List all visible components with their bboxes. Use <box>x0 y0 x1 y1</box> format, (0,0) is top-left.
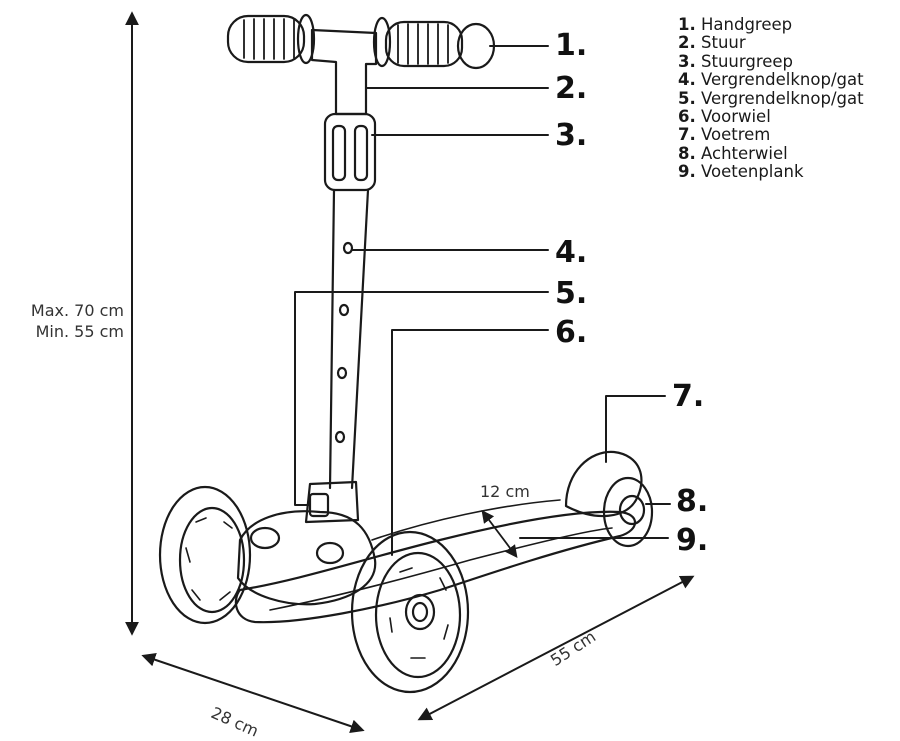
callout-7: 7. <box>672 379 705 414</box>
legend-item: 9. Voetenplank <box>678 162 804 182</box>
deck-width-label: 12 cm <box>480 482 530 501</box>
callout-3: 3. <box>555 118 588 153</box>
callout-6: 6. <box>555 315 588 350</box>
legend-item: 2. Stuur <box>678 33 746 53</box>
stem <box>328 188 370 490</box>
width-dimension-arrow <box>141 652 365 734</box>
legend-item: 5. Vergrendelknop/gat <box>678 88 864 108</box>
callout-5: 5. <box>555 276 588 311</box>
callout-2: 2. <box>555 71 588 106</box>
right-grip <box>372 16 496 70</box>
height-dimension-label: Max. 70 cm Min. 55 cm <box>14 300 124 342</box>
callout-4: 4. <box>555 235 588 270</box>
height-min-label: Min. 55 cm <box>35 322 124 341</box>
parts-legend: 1. Handgreep 2. Stuur 3. Stuurgreep 4. V… <box>678 15 864 182</box>
steering-grip <box>323 112 377 192</box>
left-front-wheel <box>158 485 252 625</box>
leader-lines <box>294 45 671 556</box>
left-grip <box>226 13 316 65</box>
rear-brake <box>564 450 643 518</box>
legend-item: 8. Achterwiel <box>678 143 788 163</box>
legend-item: 7. Voetrem <box>678 125 771 145</box>
lock-holes <box>334 241 354 444</box>
footboard <box>234 510 637 624</box>
legend-item: 6. Voorwiel <box>678 107 771 127</box>
stem-collar <box>304 480 360 524</box>
front-housing <box>236 510 377 606</box>
right-front-wheel <box>350 530 470 694</box>
legend-item: 4. Vergrendelknop/gat <box>678 70 864 90</box>
height-max-label: Max. 70 cm <box>30 301 124 320</box>
legend-item: 3. Stuurgreep <box>678 51 794 71</box>
handlebar <box>310 28 378 116</box>
legend-item: 1. Handgreep <box>678 15 793 34</box>
callout-8: 8. <box>676 484 709 519</box>
callout-1: 1. <box>555 28 588 63</box>
rear-wheel <box>602 476 654 548</box>
callout-9: 9. <box>676 523 709 558</box>
deck-width-arrow <box>481 509 518 559</box>
length-dimension-arrow <box>417 575 695 721</box>
